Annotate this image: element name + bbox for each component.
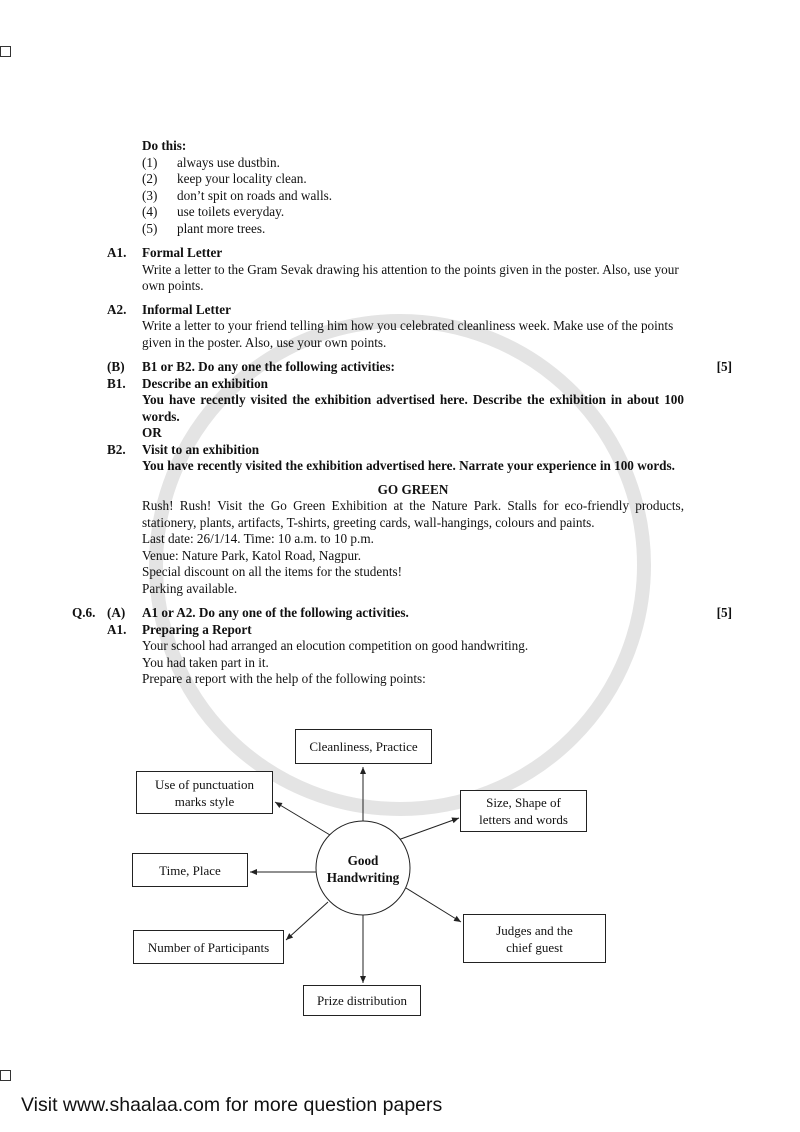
poster-line: Last date: 26/1/14. Time: 10 a.m. to 10 … xyxy=(142,531,374,546)
item-text: don’t spit on roads and walls. xyxy=(177,187,333,203)
item-number: (4) xyxy=(142,204,158,219)
list-item: (2) keep your locality clean. xyxy=(72,171,732,188)
q6a1-title: Preparing a Report xyxy=(142,621,252,637)
item-number: (3) xyxy=(142,187,158,203)
a2-text: Write a letter to your friend telling hi… xyxy=(142,318,674,350)
b2-title: Visit to an exhibition xyxy=(142,441,260,457)
poster-title: GO GREEN xyxy=(377,481,449,497)
item-text: plant more trees. xyxy=(177,220,266,236)
item-text: always use dustbin. xyxy=(177,154,280,170)
q6-marks: [5] xyxy=(716,605,732,620)
arrow-punctuation xyxy=(274,801,331,836)
node-judges: Judges and the chief guest xyxy=(463,914,606,963)
or-row: OR xyxy=(72,425,732,442)
question-content: Do this: (1) always use dustbin. (2) keep … xyxy=(72,138,732,688)
poster-line: Special discount on all the items for th… xyxy=(142,564,403,579)
arrow-participants xyxy=(285,901,329,941)
poster: GO GREEN Rush! Rush! Visit the Go Green … xyxy=(72,482,732,598)
q6a1-line: You had taken part in it. xyxy=(142,654,269,670)
or-separator: OR xyxy=(142,425,162,440)
page-marker xyxy=(0,1070,11,1081)
item-text: use toilets everyday. xyxy=(177,204,285,219)
b1-text: You have recently visited the exhibition… xyxy=(142,392,684,424)
node-participants: Number of Participants xyxy=(133,930,284,964)
list-item: (1) always use dustbin. xyxy=(72,155,732,172)
footer-link[interactable]: Visit www.shaalaa.com for more question … xyxy=(21,1094,443,1116)
diagram-center: Good Handwriting xyxy=(316,852,410,886)
item-number: (5) xyxy=(142,220,158,236)
q6a1-line: Prepare a report with the help of the fo… xyxy=(142,671,426,686)
b1-title: Describe an exhibition xyxy=(142,375,269,391)
poster-body: Rush! Rush! Visit the Go Green Exhibitio… xyxy=(142,498,684,530)
arrow-size xyxy=(397,817,460,841)
node-size: Size, Shape of letters and words xyxy=(460,790,587,832)
list-item: (3) don’t spit on roads and walls. xyxy=(72,188,732,205)
arrow-judges xyxy=(405,887,462,923)
b2-text: You have recently visited the exhibition… xyxy=(142,458,675,473)
item-text: keep your locality clean. xyxy=(177,171,307,186)
q6-label: (A) xyxy=(107,605,126,620)
b1-label: B1. xyxy=(107,375,126,391)
a2-title: Informal Letter xyxy=(142,301,231,317)
poster-line: Parking available. xyxy=(142,580,238,596)
center-line: Good xyxy=(347,853,379,868)
do-this-heading: Do this: xyxy=(142,138,187,153)
q6-header: Q.6. (A) A1 or A2. Do any one of the fol… xyxy=(72,605,732,622)
list-item: (4) use toilets everyday. xyxy=(72,204,732,221)
a1-text: Write a letter to the Gram Sevak drawing… xyxy=(142,261,679,294)
node-cleanliness: Cleanliness, Practice xyxy=(295,729,432,764)
node-time: Time, Place xyxy=(132,853,248,887)
a1-title: Formal Letter xyxy=(142,245,223,260)
item-number: (2) xyxy=(142,171,158,186)
center-circle xyxy=(315,820,411,916)
b2-label: B2. xyxy=(107,441,126,457)
a1-label: A1. xyxy=(107,245,127,260)
node-punctuation: Use of punctuation marks style xyxy=(136,771,273,814)
q6a1-section: A1. Preparing a Report Your school had a… xyxy=(72,622,732,688)
a2-label: A2. xyxy=(107,301,127,317)
list-item: (5) plant more trees. xyxy=(72,221,732,238)
page-marker xyxy=(0,46,11,57)
b-section: (B) B1 or B2. Do any one the following a… xyxy=(72,359,732,376)
item-number: (1) xyxy=(142,154,158,170)
center-line: Handwriting xyxy=(326,870,400,885)
b-label: (B) xyxy=(107,359,125,374)
question-number: Q.6. xyxy=(72,605,96,620)
q6a1-label: A1. xyxy=(107,621,127,637)
q6-instruction: A1 or A2. Do any one of the following ac… xyxy=(142,605,409,620)
node-prize: Prize distribution xyxy=(303,985,421,1016)
b-instruction: B1 or B2. Do any one the following activ… xyxy=(142,359,395,374)
b-marks: [5] xyxy=(716,359,732,374)
poster-line: Venue: Nature Park, Katol Road, Nagpur. xyxy=(142,547,362,563)
q6a1-line: Your school had arranged an elocution co… xyxy=(142,638,529,653)
